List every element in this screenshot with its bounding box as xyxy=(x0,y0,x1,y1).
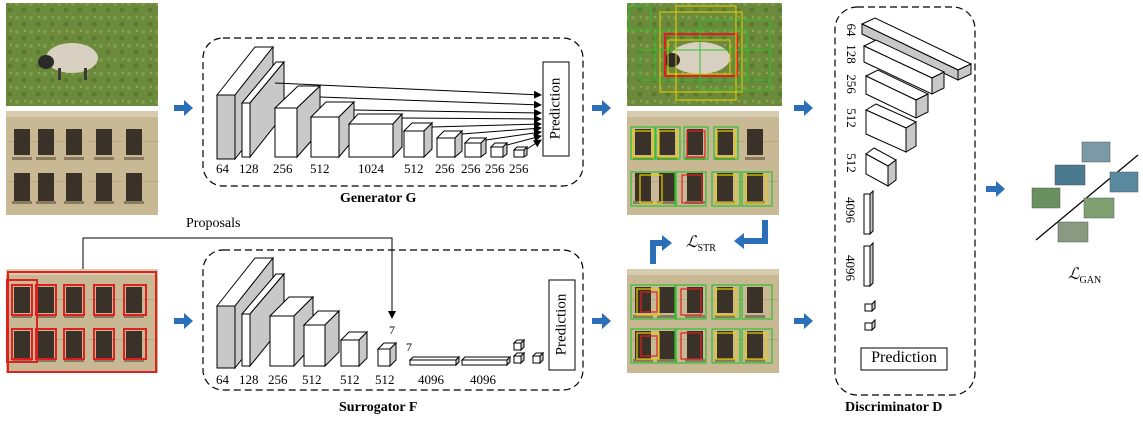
discriminator-box xyxy=(834,6,976,396)
channel-label: 64 xyxy=(216,161,229,176)
channel-label: 512 xyxy=(844,108,859,128)
discriminator-prediction-label: Prediction xyxy=(871,349,937,366)
generator-prediction-box xyxy=(542,61,570,157)
channel-label: 128 xyxy=(239,161,259,176)
building-photo-proposals xyxy=(6,269,158,373)
gan-loss-label: ℒGAN xyxy=(1068,264,1101,286)
channel-label: 4096 xyxy=(843,197,858,223)
loss-symbol: ℒ xyxy=(1068,266,1080,283)
discriminator-title: Discriminator D xyxy=(845,400,943,415)
channel-label: 256 xyxy=(435,161,455,176)
arrow-icon xyxy=(174,313,193,329)
flow-arrows xyxy=(174,100,1005,329)
channel-label: 256 xyxy=(461,161,481,176)
proposals-connector xyxy=(82,237,396,319)
generator-skip-arrows xyxy=(274,82,542,150)
generator-title: Generator G xyxy=(340,191,417,206)
channel-label: 4096 xyxy=(843,255,858,281)
str-arrow-left-icon xyxy=(650,235,672,264)
arrow-icon xyxy=(794,313,813,329)
loss-symbol: ℒ xyxy=(686,234,698,251)
channel-label: 512 xyxy=(404,161,424,176)
arrow-icon xyxy=(592,313,611,329)
str-arrow-right-icon xyxy=(734,220,768,249)
arrow-icon xyxy=(986,181,1005,197)
building-detection-photo-bottom xyxy=(627,269,779,373)
building-detection-photo-top xyxy=(627,111,779,215)
loss-subscript: STR xyxy=(697,243,716,255)
roi-size-label: 7 xyxy=(389,323,395,337)
channel-label: 512 xyxy=(302,372,322,387)
proposals-label: Proposals xyxy=(186,216,241,231)
arrow-icon xyxy=(174,100,193,116)
surrogator-prediction-box xyxy=(548,279,576,371)
channel-label: 1024 xyxy=(358,161,384,176)
sheep-detection-photo xyxy=(627,3,782,106)
surrogator-title: Surrogator F xyxy=(339,400,418,415)
channel-label: 256 xyxy=(273,161,293,176)
channel-label: 128 xyxy=(844,44,859,64)
building-photo-top xyxy=(6,111,158,215)
roi-size-label: 7 xyxy=(406,340,412,354)
channel-label: 512 xyxy=(844,153,859,173)
discriminator-layers xyxy=(860,17,973,332)
discriminator-prediction-box xyxy=(860,347,948,371)
arrow-icon xyxy=(794,100,813,116)
channel-label: 256 xyxy=(844,74,859,94)
generator-box xyxy=(202,37,584,187)
generator-layers xyxy=(215,45,529,161)
channel-label: 256 xyxy=(485,161,505,176)
channel-label: 128 xyxy=(239,372,259,387)
str-loss-label: ℒSTR xyxy=(686,232,716,254)
sheep-photo xyxy=(6,3,158,106)
arrow-icon xyxy=(592,100,611,116)
generator-prediction-label: Prediction xyxy=(547,77,564,140)
surrogator-box xyxy=(202,249,584,391)
channel-label: 512 xyxy=(375,372,395,387)
gan-decision-illustration xyxy=(1031,141,1139,243)
channel-label: 512 xyxy=(340,372,360,387)
channel-label: 256 xyxy=(509,161,529,176)
surrogator-layers xyxy=(215,256,545,370)
channel-label: 4096 xyxy=(418,372,444,387)
loss-subscript: GAN xyxy=(1079,275,1102,287)
channel-label: 512 xyxy=(310,161,330,176)
channel-label: 64 xyxy=(216,372,229,387)
channel-label: 4096 xyxy=(470,372,496,387)
surrogator-prediction-label: Prediction xyxy=(553,293,570,356)
channel-label: 256 xyxy=(268,372,288,387)
